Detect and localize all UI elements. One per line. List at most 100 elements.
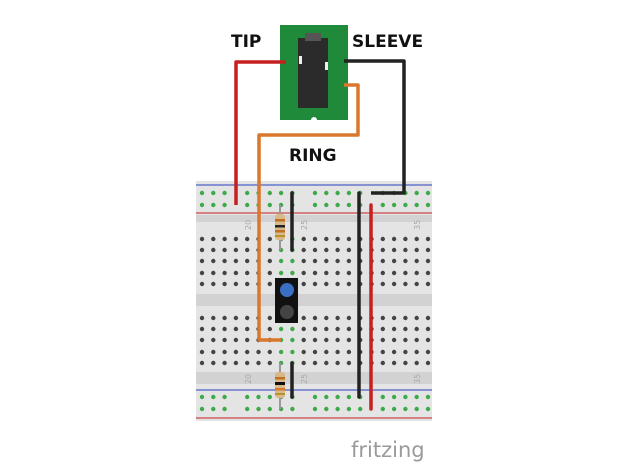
breadboard-hole xyxy=(391,360,397,366)
breadboard-hole xyxy=(403,281,408,287)
breadboard-hole xyxy=(245,326,250,332)
breadboard-hole xyxy=(391,394,397,400)
breadboard-hole xyxy=(335,258,340,264)
column-label: 35 xyxy=(413,220,422,230)
breadboard-hole xyxy=(312,315,318,321)
breadboard-hole xyxy=(290,337,295,343)
breadboard-hole xyxy=(233,349,239,355)
breadboard-hole xyxy=(346,236,352,242)
breadboard-hole xyxy=(403,406,408,412)
breadboard-hole xyxy=(211,360,216,366)
breadboard-hole xyxy=(301,337,306,343)
breadboard-hole xyxy=(312,270,318,276)
breadboard-hole xyxy=(245,270,250,276)
breadboard-hole xyxy=(346,202,352,208)
breadboard-hole xyxy=(199,236,205,242)
breadboard-hole xyxy=(403,360,408,366)
breadboard-hole xyxy=(425,326,431,332)
breadboard-hole xyxy=(425,406,431,412)
breadboard-hole xyxy=(414,190,419,196)
breadboard-hole xyxy=(391,258,397,264)
breadboard-hole xyxy=(245,281,250,287)
breadboard-hole xyxy=(211,236,216,242)
breadboard-hole xyxy=(222,281,227,287)
breadboard-hole xyxy=(312,360,318,366)
breadboard-hole xyxy=(335,360,340,366)
breadboard-hole xyxy=(233,247,239,253)
column-label: 20 xyxy=(244,220,253,230)
breadboard-hole xyxy=(267,315,272,321)
breadboard-hole xyxy=(199,337,205,343)
breadboard-hole xyxy=(324,247,329,253)
breadboard-hole xyxy=(222,202,227,208)
breadboard-hole xyxy=(211,406,216,412)
ring-wire xyxy=(257,83,360,342)
breadboard-hole xyxy=(324,281,329,287)
breadboard-hole xyxy=(346,281,352,287)
breadboard-hole xyxy=(211,202,216,208)
breadboard-hole xyxy=(312,202,318,208)
breadboard-hole xyxy=(312,258,318,264)
breadboard-hole xyxy=(199,281,205,287)
breadboard-hole xyxy=(222,258,227,264)
breadboard-hole xyxy=(425,236,431,242)
audio-jack xyxy=(280,25,348,123)
breadboard-hole xyxy=(324,315,329,321)
breadboard-hole xyxy=(222,247,227,253)
breadboard-hole xyxy=(199,360,205,366)
breadboard-hole xyxy=(324,270,329,276)
breadboard-hole xyxy=(346,360,352,366)
breadboard-hole xyxy=(312,190,318,196)
breadboard-hole xyxy=(346,326,352,332)
breadboard-hole xyxy=(414,258,419,264)
breadboard-hole xyxy=(211,349,216,355)
breadboard-hole xyxy=(403,258,408,264)
breadboard-hole xyxy=(391,326,397,332)
breadboard-hole xyxy=(403,247,408,253)
breadboard-hole xyxy=(403,349,408,355)
breadboard-hole xyxy=(425,281,431,287)
breadboard-hole xyxy=(245,258,250,264)
breadboard-hole xyxy=(222,349,227,355)
breadboard-hole xyxy=(380,349,385,355)
breadboard-hole xyxy=(278,258,284,264)
breadboard-hole xyxy=(324,326,329,332)
breadboard-hole xyxy=(391,349,397,355)
breadboard-hole xyxy=(380,360,385,366)
breadboard-hole xyxy=(301,270,306,276)
breadboard-hole xyxy=(414,349,419,355)
breadboard-hole xyxy=(222,337,227,343)
breadboard-hole xyxy=(245,190,250,196)
breadboard-hole xyxy=(335,349,340,355)
breadboard-hole xyxy=(222,360,227,366)
sleeve-wire xyxy=(344,59,406,195)
breadboard-hole xyxy=(233,360,239,366)
breadboard-hole xyxy=(346,337,352,343)
breadboard-hole xyxy=(245,349,250,355)
breadboard-hole xyxy=(199,406,205,412)
breadboard-hole xyxy=(346,349,352,355)
breadboard-hole xyxy=(199,202,205,208)
breadboard-hole xyxy=(346,247,352,253)
breadboard-hole xyxy=(324,190,329,196)
breadboard-hole xyxy=(414,202,419,208)
breadboard-hole xyxy=(301,247,306,253)
sensor-dot-gray xyxy=(280,305,294,319)
resistor-top xyxy=(275,205,285,250)
resistor-bottom xyxy=(275,363,285,409)
breadboard: 20 25 35 20 25 35 xyxy=(196,181,432,421)
breadboard-hole xyxy=(301,315,306,321)
breadboard-hole xyxy=(267,202,272,208)
breadboard-hole xyxy=(233,315,239,321)
breadboard-hole xyxy=(222,270,227,276)
breadboard-hole xyxy=(245,236,250,242)
breadboard-hole xyxy=(245,394,250,400)
breadboard-hole xyxy=(256,349,261,355)
breadboard-hole xyxy=(346,258,352,264)
breadboard-hole xyxy=(425,258,431,264)
breadboard-hole xyxy=(245,360,250,366)
column-label: 20 xyxy=(244,374,253,384)
breadboard-hole xyxy=(425,190,431,196)
breadboard-hole xyxy=(312,406,318,412)
